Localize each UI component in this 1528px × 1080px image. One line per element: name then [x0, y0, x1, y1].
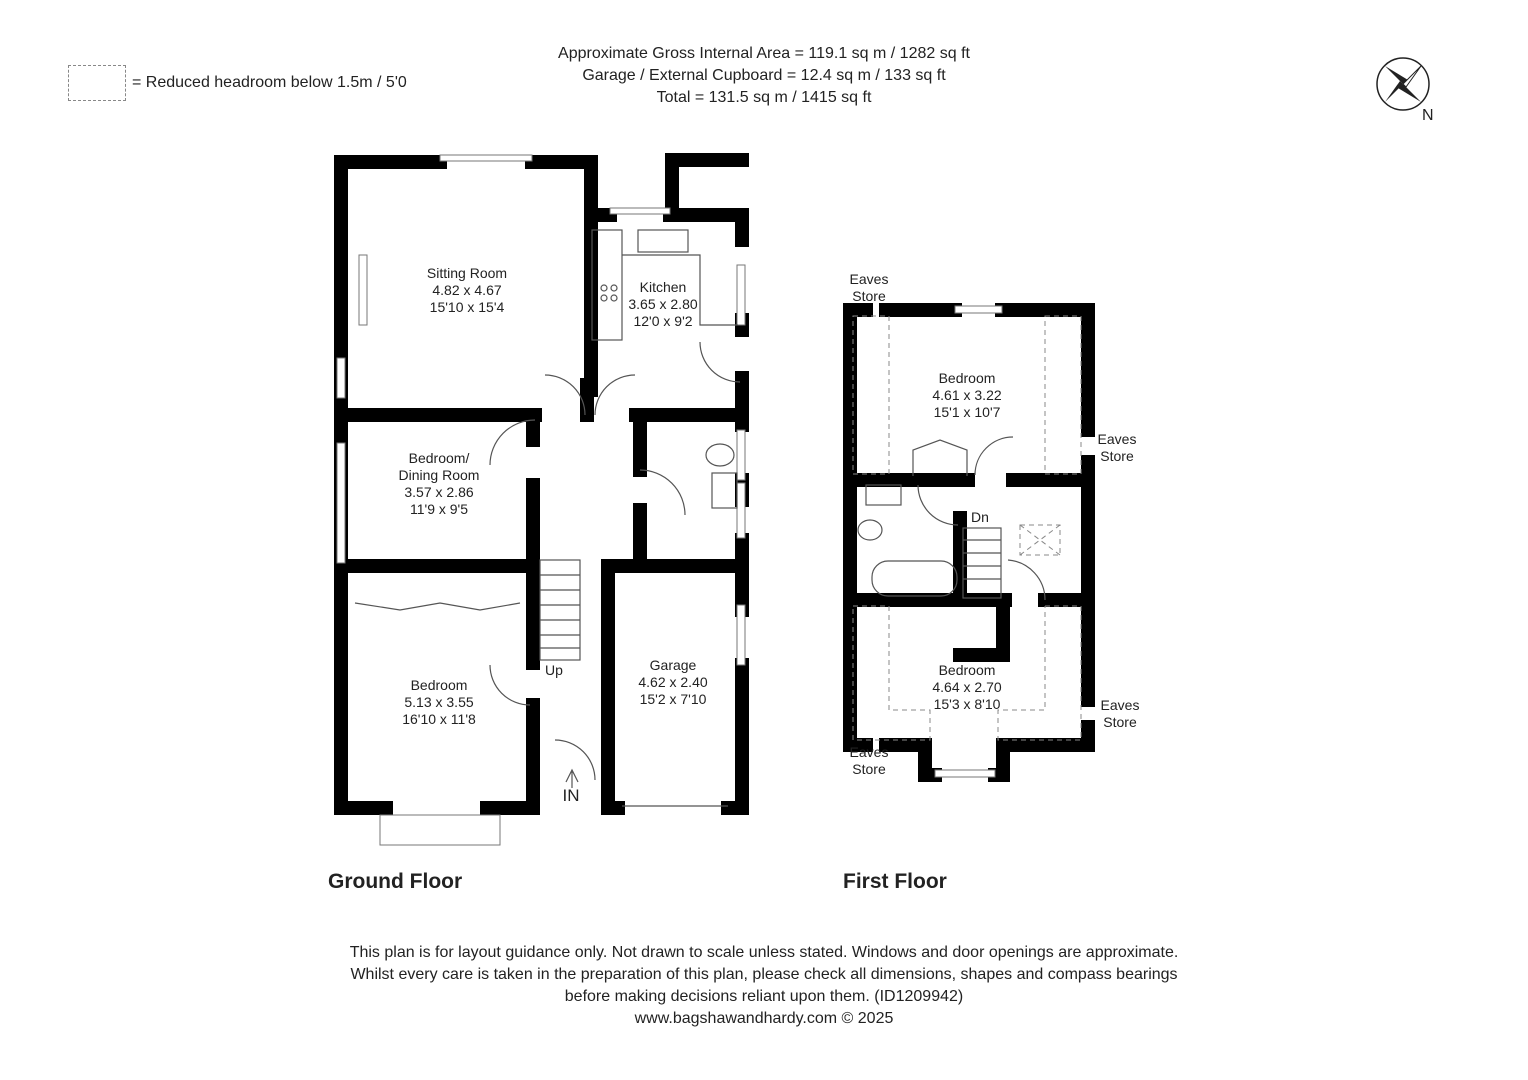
dashed-box-icon [68, 65, 126, 101]
room-name: Bedroom/ [409, 450, 470, 466]
disclaimer-line: Whilst every care is taken in the prepar… [350, 966, 1178, 983]
ground-floor-title: Ground Floor [328, 870, 463, 893]
room-imperial: 15'3 x 8'10 [934, 696, 1001, 712]
ground-floor-walls [334, 153, 749, 815]
room-metric: 4.62 x 2.40 [638, 674, 707, 690]
eaves-store-label: Store [1100, 448, 1134, 464]
first-floor-walls [843, 303, 1095, 782]
eaves-store-label: Eaves [850, 271, 889, 287]
headroom-legend: = Reduced headroom below 1.5m / 5'0 [68, 65, 407, 101]
entrance-label: IN [563, 786, 580, 805]
stairs-label: Up [545, 662, 563, 678]
room-imperial: 11'9 x 9'5 [410, 501, 468, 517]
room-imperial: 16'10 x 11'8 [402, 711, 476, 727]
eaves-store-label: Store [852, 761, 886, 777]
room-metric: 4.61 x 3.22 [932, 387, 1001, 403]
stairs-label: Dn [971, 509, 989, 525]
eaves-store-label: Store [852, 288, 886, 304]
eaves-store-label: Eaves [850, 744, 889, 760]
eaves-store-label: Store [1103, 714, 1137, 730]
room-imperial: 12'0 x 9'2 [633, 313, 692, 329]
room-name: Bedroom [939, 370, 996, 386]
first-floor-labels: Bedroom 4.61 x 3.22 15'1 x 10'7 Bedroom … [850, 271, 1140, 777]
area-line-3: Total = 131.5 sq m / 1415 sq ft [656, 89, 872, 106]
compass-icon: N [1376, 57, 1434, 124]
room-name: Bedroom [411, 677, 468, 693]
room-imperial: 15'10 x 15'4 [430, 299, 505, 315]
eaves-store-label: Eaves [1098, 431, 1137, 447]
room-name-2: Dining Room [399, 467, 480, 483]
room-name: Garage [650, 657, 697, 673]
disclaimer-line: This plan is for layout guidance only. N… [349, 944, 1179, 961]
area-line-2: Garage / External Cupboard = 12.4 sq m /… [582, 67, 946, 84]
ground-floor-fittings [336, 154, 746, 846]
disclaimer-line: before making decisions reliant upon the… [564, 988, 964, 1005]
entrance-arrow-icon [565, 768, 579, 788]
room-metric: 3.57 x 2.86 [404, 484, 473, 500]
eaves-store-label: Eaves [1101, 697, 1140, 713]
website-copyright: www.bagshawandhardy.com © 2025 [634, 1010, 894, 1027]
room-imperial: 15'1 x 10'7 [934, 404, 1001, 420]
room-metric: 4.64 x 2.70 [932, 679, 1001, 695]
room-metric: 4.82 x 4.67 [432, 282, 501, 298]
room-name: Bedroom [939, 662, 996, 678]
legend-label: = Reduced headroom below 1.5m / 5'0 [132, 74, 407, 91]
area-line-1: Approximate Gross Internal Area = 119.1 … [558, 45, 970, 62]
room-imperial: 15'2 x 7'10 [640, 691, 707, 707]
room-name: Kitchen [640, 279, 687, 295]
room-metric: 3.65 x 2.80 [628, 296, 697, 312]
room-name: Sitting Room [427, 265, 507, 281]
first-floor-fittings [852, 305, 1082, 778]
first-floor-title: First Floor [843, 870, 947, 893]
ground-floor-labels: Sitting Room 4.82 x 4.67 15'10 x 15'4 Ki… [399, 265, 708, 805]
compass-label: N [1422, 107, 1434, 124]
room-metric: 5.13 x 3.55 [404, 694, 473, 710]
disclaimer: This plan is for layout guidance only. N… [0, 942, 1528, 1030]
